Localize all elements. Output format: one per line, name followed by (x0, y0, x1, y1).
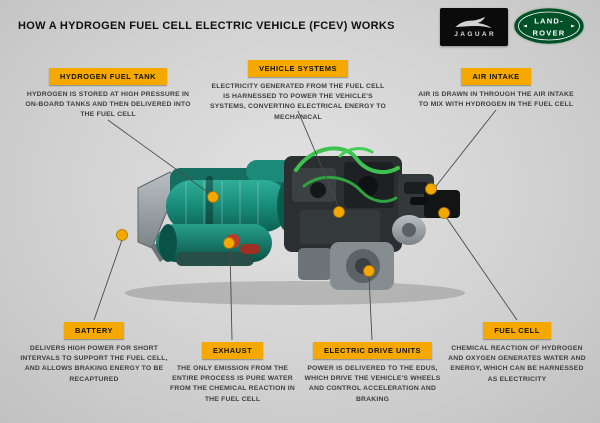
callout-title: BATTERY (63, 322, 125, 339)
callout-body: ELECTRICITY GENERATED FROM THE FUEL CELL… (209, 83, 387, 121)
marker-hydrogen-fuel-tank-icon (207, 191, 219, 203)
callout-body: POWER IS DELIVERED TO THE EDUS, WHICH DR… (304, 365, 441, 403)
marker-vehicle-systems-icon (333, 206, 345, 218)
leader-exhaust (229, 247, 233, 341)
callout-air-intake: AIR INTAKE AIR IS DRAWN IN THROUGH THE A… (418, 68, 574, 110)
leader-fuel-cell (445, 216, 518, 321)
callout-exhaust: EXHAUST THE ONLY EMISSION FROM THE ENTIR… (170, 342, 295, 405)
marker-fuel-cell-icon (438, 207, 450, 219)
leaping-jaguar-icon (455, 16, 492, 29)
callout-body: AIR IS DRAWN IN THROUGH THE AIR INTAKE T… (418, 91, 574, 109)
callout-fuel-cell: FUEL CELL CHEMICAL REACTION OF HYDROGEN … (446, 322, 588, 385)
callout-electric-drive-units: ELECTRIC DRIVE UNITS POWER IS DELIVERED … (300, 342, 445, 405)
lr-right-chevron-icon (571, 24, 575, 28)
callout-body: CHEMICAL REACTION OF HYDROGEN AND OXYGEN… (448, 345, 586, 383)
callout-body: DELIVERS HIGH POWER FOR SHORT INTERVALS … (20, 345, 168, 383)
callout-title: FUEL CELL (483, 322, 551, 339)
callout-title: HYDROGEN FUEL TANK (48, 68, 168, 85)
marker-air-intake-icon (425, 183, 437, 195)
callout-hydrogen-fuel-tank: HYDROGEN FUEL TANK HYDROGEN IS STORED AT… (20, 68, 196, 121)
callout-body: THE ONLY EMISSION FROM THE ENTIRE PROCES… (170, 365, 295, 403)
jaguar-logo: JAGUAR (440, 8, 508, 46)
marker-electric-drive-units-icon (363, 265, 375, 277)
jaguar-wordmark: JAGUAR (454, 31, 497, 38)
callout-markers (116, 183, 450, 277)
air-intake-box (392, 174, 460, 245)
callout-battery: BATTERY DELIVERS HIGH POWER FOR SHORT IN… (20, 322, 168, 385)
hydrogen-tanks (156, 160, 299, 266)
land-rover-logo: LAND- ROVER (512, 6, 586, 46)
leader-air-intake (432, 109, 497, 191)
leader-vehicle-systems (297, 110, 340, 209)
callout-leader-lines (93, 109, 518, 341)
electric-drive-unit (298, 242, 394, 290)
callout-title: AIR INTAKE (461, 68, 531, 85)
callout-title: ELECTRIC DRIVE UNITS (312, 342, 433, 359)
leader-hydrogen-fuel-tank (107, 119, 214, 197)
leader-electric-drive-units (368, 275, 373, 341)
callout-body: HYDROGEN IS STORED AT HIGH PRESSURE IN O… (25, 91, 191, 119)
lr-wordmark-top: LAND- (534, 17, 564, 26)
marker-battery-icon (116, 229, 128, 241)
lr-wordmark-bottom: ROVER (532, 29, 565, 38)
ground-shadow (125, 281, 465, 305)
marker-exhaust-icon (223, 237, 235, 249)
callout-vehicle-systems: VEHICLE SYSTEMS ELECTRICITY GENERATED FR… (208, 60, 388, 123)
fuel-cell-stack (284, 146, 402, 252)
leader-battery (93, 239, 123, 321)
lr-left-chevron-icon (523, 24, 527, 28)
page-title: HOW A HYDROGEN FUEL CELL ELECTRIC VEHICL… (18, 20, 395, 32)
callout-title: VEHICLE SYSTEMS (248, 60, 348, 77)
callout-title: EXHAUST (201, 342, 264, 359)
powertrain-illustration (125, 146, 465, 305)
